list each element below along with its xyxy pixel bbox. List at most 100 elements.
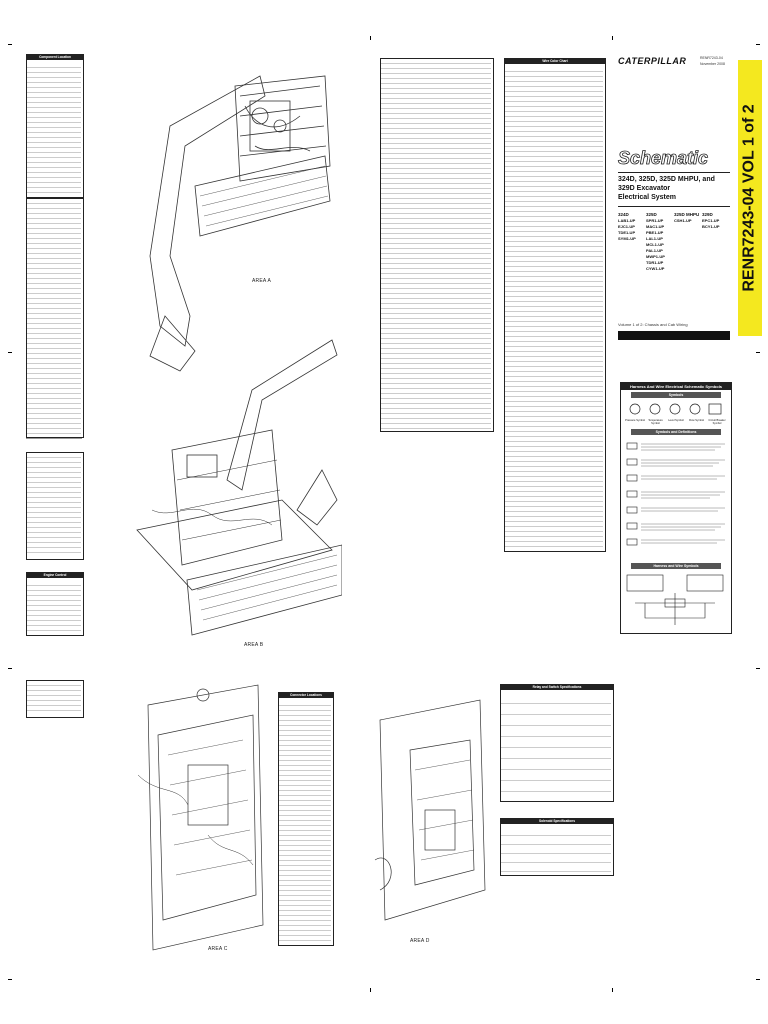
table-title: Wire Color Chart — [505, 59, 605, 65]
volume-banner — [738, 60, 762, 336]
serial-cell: PBE1-UP — [646, 230, 664, 235]
engine-wiring-table — [26, 452, 84, 560]
serial-cell — [674, 266, 702, 272]
crop-mark — [756, 44, 760, 45]
symbol-label: Flow Symbol — [689, 419, 704, 422]
symbols-subtitle: Symbols — [631, 392, 721, 398]
serial-row: TDE1-UP PBE1-UP — [618, 230, 730, 236]
serial-row: MWP1-UP — [618, 254, 730, 260]
document-date-small: November 2008 — [700, 62, 725, 66]
volume-banner-label: RENR7243-04 VOL 1 of 2 — [741, 104, 758, 292]
table-title: Relay and Switch Specifications — [501, 685, 613, 691]
engine-control-table: Engine Control — [26, 572, 84, 636]
schematic-title: Schematic — [618, 148, 709, 169]
crop-mark — [8, 44, 12, 45]
definitions-list — [626, 442, 725, 546]
table-rows — [501, 693, 611, 799]
serial-cell: CSH1-UP — [674, 218, 692, 223]
title-subtitle-2: 329D Excavator — [618, 185, 671, 192]
serial-row: SYM1-UP LAL1-UP — [618, 236, 730, 242]
harness-location-table — [26, 198, 84, 438]
excavator-illustration-area-a — [149, 75, 331, 372]
symbols-panel-title: Harness And Wire Electrical Schematic Sy… — [621, 383, 731, 390]
serial-row: CYW1-UP — [618, 266, 730, 272]
serial-cell — [618, 266, 646, 272]
title-rule — [618, 172, 730, 173]
table-title: Engine Control — [27, 573, 83, 579]
serial-cell: MAC1-UP — [646, 224, 665, 229]
serial-cell: TDR1-UP — [646, 260, 664, 265]
serial-cell: EPC1-UP — [702, 218, 720, 223]
serial-row: TDR1-UP — [618, 260, 730, 266]
table-rows — [27, 581, 81, 633]
crop-mark — [612, 36, 613, 40]
crop-mark — [8, 352, 12, 353]
serial-cell: 324D — [618, 212, 629, 217]
area-c-label: AREA C — [208, 946, 228, 952]
title-black-bar — [618, 331, 730, 340]
crop-mark — [8, 979, 12, 980]
crop-mark — [370, 988, 371, 992]
crop-mark — [756, 352, 760, 353]
table-footnote — [26, 438, 82, 447]
crop-mark — [756, 979, 760, 980]
serial-cell: MWP1-UP — [646, 254, 665, 259]
title-rule-2 — [618, 206, 730, 207]
crop-mark — [612, 988, 613, 992]
serial-cell: TDE1-UP — [618, 230, 636, 235]
title-subtitle-3: Electrical System — [618, 194, 676, 201]
title-subtitle-1: 324D, 325D, 325D MHPU, and — [618, 176, 715, 183]
serial-cell: EJC1-UP — [618, 224, 635, 229]
area-b-label: AREA B — [244, 642, 264, 648]
component-location-table: Component Location — [26, 54, 84, 198]
table-rows — [27, 681, 81, 715]
crop-mark — [370, 36, 371, 40]
wire-list-table-1 — [380, 58, 494, 432]
symbol-label: Temperature Symbol — [648, 419, 663, 425]
symbol-label: Level Symbol — [668, 419, 684, 422]
relay-specifications-table: Relay and Switch Specifications — [500, 684, 614, 802]
wire-symbols-diagram — [626, 574, 724, 625]
serial-row: MCL1-UP — [618, 242, 730, 248]
crop-mark — [8, 668, 12, 669]
symbol-label: Pressure Symbol — [625, 419, 645, 422]
solenoid-specifications-table: Solenoid Specifications — [500, 818, 614, 876]
wire-symbols-title: Harness and Wire Symbols — [631, 563, 721, 569]
schematic-symbols-panel: Harness And Wire Electrical Schematic Sy… — [620, 382, 732, 634]
serial-cell: CYW1-UP — [646, 266, 665, 271]
serial-cell: 329D — [702, 212, 713, 217]
cab-illustration-area-c — [137, 684, 264, 951]
wire-list-table-2: Wire Color Chart — [504, 58, 606, 552]
serial-cell: BCY1-UP — [702, 224, 720, 229]
table-title: Connector Locations — [279, 693, 333, 699]
table-rows — [27, 199, 81, 435]
sensor-symbols-row — [629, 403, 722, 415]
serial-cell: MCL1-UP — [646, 242, 664, 247]
serial-cell: SYM1-UP — [618, 236, 636, 241]
table-rows — [381, 59, 491, 429]
table-rows — [501, 827, 611, 873]
volume-note: Volume 1 of 2: Chassis and Cab Wiring — [618, 322, 688, 327]
area-d-label: AREA D — [410, 938, 430, 944]
serial-cell: 325D — [646, 212, 657, 217]
document-number-small: RENR7243-04 — [700, 56, 723, 60]
serial-cell: 325D MHPU — [674, 212, 700, 217]
table-title: Component Location — [27, 55, 83, 61]
definitions-title: Symbols and Definitions — [631, 429, 721, 435]
table-rows — [505, 67, 603, 549]
serial-row: PAL1-UP — [618, 248, 730, 254]
volume-banner-text: RENR7243-04 VOL 1 of 2 — [738, 60, 762, 336]
table-rows — [27, 63, 81, 195]
serial-cell: LAB1-UP — [618, 218, 636, 223]
table-rows — [279, 701, 331, 943]
table-title: Solenoid Specifications — [501, 819, 613, 825]
serial-row: EJC1-UP MAC1-UP BCY1-UP — [618, 224, 730, 230]
cab-illustration-area-d — [374, 699, 486, 921]
serial-cell: LAL1-UP — [646, 236, 663, 241]
table-rows — [27, 453, 81, 557]
